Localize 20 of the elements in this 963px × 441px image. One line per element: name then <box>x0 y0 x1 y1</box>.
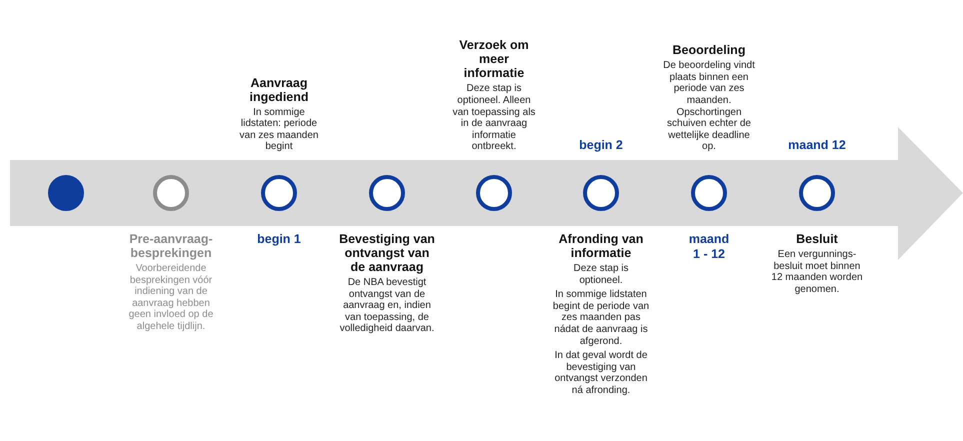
step-description: In sommige lidstaten begint de periode van zes maanden pas nádat de aanvraag is afgerond. <box>552 289 650 348</box>
step-title: Afronding van informatie <box>558 232 644 260</box>
step-description: Een vergunnings-besluit moet binnen 12 maanden worden genomen. <box>770 249 864 296</box>
milestone-label: maand 1 - 12 <box>688 232 730 262</box>
step-description: In dat geval wordt de bevestiging van ontvangst verzonden ná afronding. <box>554 350 648 397</box>
step-title: Aanvraag ingediend <box>248 76 310 104</box>
step-description: Deze stap is optioneel. <box>572 263 630 286</box>
step-description: De beoordeling vindt plaats binnen een periode van zes maanden. Opschortingen schuiven echter de wettelijke deadline op. <box>662 60 756 153</box>
step-description: Deze stap is optioneel. Alleen van toepassing als in de aanvraag informatie ontbreekt. <box>452 83 536 153</box>
step-title: Verzoek om meer informatie <box>458 38 530 80</box>
step-title: Pre-aanvraag-besprekingen <box>128 232 214 260</box>
milestone-label: begin 2 <box>579 138 623 153</box>
milestone-label: begin 1 <box>257 232 301 247</box>
step-description: De NBA bevestigt ontvangst van de aanvraag en, indien van toepassing, de volledigheid daarvan. <box>339 277 435 335</box>
step-description: In sommige lidstaten: periode van zes maanden begint <box>238 106 320 153</box>
milestone-label: maand 12 <box>788 138 846 153</box>
step-title: Beoordeling <box>672 43 746 58</box>
step-description: Voorbereidende besprekingen vóór indiening van de aanvraag hebben geen invloed op de algehele tijdlijn. <box>128 263 214 333</box>
step-title: Bevestiging van ontvangst van de aanvraag <box>339 232 435 274</box>
step-title: Besluit <box>796 232 838 246</box>
